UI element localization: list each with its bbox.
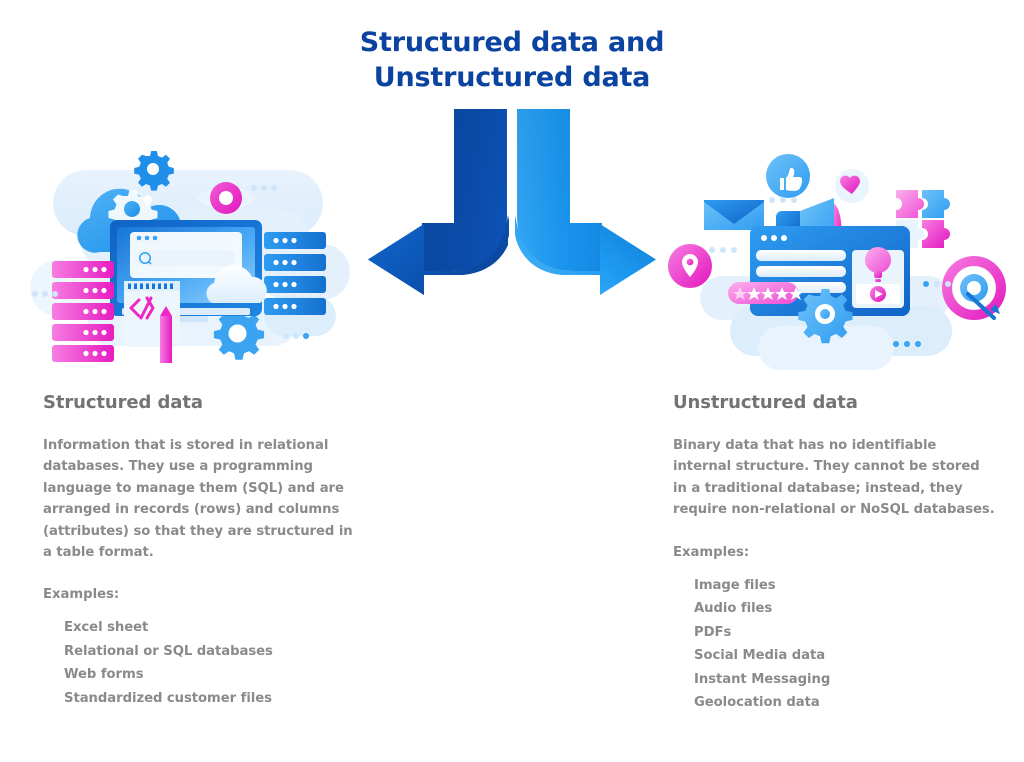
code-symbol-icon [129, 296, 155, 320]
pencil-icon [160, 306, 172, 363]
lightbulb-icon [865, 247, 891, 282]
heart-icon [835, 169, 869, 203]
list-item: Standardized customer files [64, 690, 272, 706]
thumbs-up-icon [766, 154, 810, 198]
gear-icon [798, 289, 853, 344]
page-title: Structured data and Unstructured data [0, 26, 1024, 95]
center-arrows-group [362, 103, 662, 328]
gear-icon-top [134, 151, 174, 191]
blue-server-rack [264, 232, 326, 315]
list-item: PDFs [694, 624, 732, 640]
curved-arrow-right-icon [515, 109, 656, 295]
page-title-line-2: Unstructured data [373, 61, 651, 93]
structured-data-column: Structured data Information that is stor… [43, 392, 373, 710]
envelope-icon [704, 200, 764, 230]
structured-data-illustration [18, 148, 363, 363]
browser-dots [136, 235, 158, 241]
page-title-line-1: Structured data and [359, 27, 665, 58]
play-button-icon[interactable] [870, 286, 886, 302]
search-bar [135, 250, 235, 266]
list-item: Excel sheet [64, 620, 149, 636]
list-item: Audio files [694, 601, 773, 616]
dot-decorations [709, 197, 951, 347]
target-icon [942, 256, 1006, 320]
list-item: Image files [694, 577, 776, 593]
dot-decorations [32, 185, 309, 339]
unstructured-examples-list: Image files Audio files PDFs Social Medi… [673, 574, 1003, 715]
unstructured-data-column: Unstructured data Binary data that has n… [673, 392, 1003, 715]
list-item: Social Media data [694, 648, 826, 663]
structured-examples-list: Excel sheet Relational or SQL databases … [43, 616, 373, 710]
list-item: Geolocation data [694, 695, 820, 710]
structured-description: Information that is stored in relational… [43, 438, 353, 560]
unstructured-data-illustration [668, 154, 1013, 373]
list-item: Instant Messaging [694, 671, 831, 687]
curved-arrow-left-icon [368, 109, 509, 295]
structured-heading: Structured data [43, 392, 203, 413]
list-item: Web forms [64, 667, 144, 683]
list-item: Relational or SQL databases [64, 643, 273, 659]
location-pin-icon [668, 244, 712, 288]
pink-server-rack [52, 261, 114, 362]
unstructured-examples-label: Examples: [673, 544, 750, 560]
star-rating [728, 282, 803, 304]
cloud-overlay-icon [206, 265, 267, 303]
browser-dots [761, 235, 787, 241]
eye-icon [196, 182, 256, 214]
unstructured-heading: Unstructured data [673, 392, 858, 413]
gear-icon-bottom [213, 309, 265, 360]
unstructured-description: Binary data that has no identifiable int… [673, 438, 995, 518]
structured-examples-label: Examples: [43, 587, 120, 603]
